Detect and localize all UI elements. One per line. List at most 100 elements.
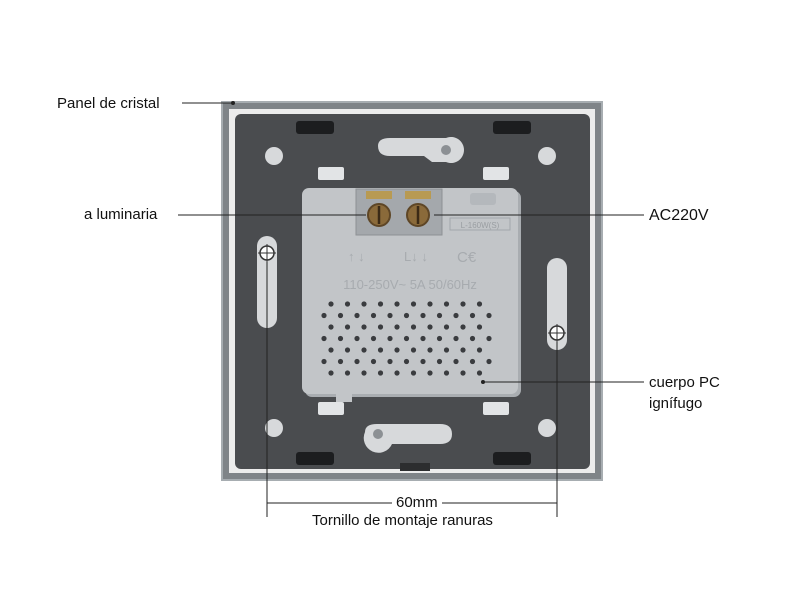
vent-hole (394, 301, 400, 307)
label-dimension-caption: Tornillo de montaje ranuras (312, 512, 493, 529)
vent-hole (361, 370, 367, 376)
vent-hole (387, 358, 393, 365)
keyhole-slot (378, 137, 465, 163)
vent-hole (354, 335, 360, 342)
vent-hole (420, 312, 426, 319)
vent-hole (476, 347, 483, 353)
vent-hole (427, 370, 433, 376)
ventilation-holes (321, 301, 492, 376)
vent-hole (436, 358, 443, 365)
vent-hole (337, 358, 344, 365)
label-dimension: 60mm (392, 493, 442, 513)
module-arrows-left: ↑ ↓ (348, 249, 365, 264)
vent-hole (410, 324, 417, 330)
vent-hole (443, 370, 450, 376)
vent-hole (453, 358, 459, 365)
plate-clip (493, 452, 531, 465)
plate-clip (296, 121, 334, 134)
vent-hole (387, 312, 393, 319)
vent-hole (410, 370, 417, 376)
vent-hole (377, 301, 384, 307)
vent-hole (460, 301, 466, 307)
plate-clip (296, 452, 334, 465)
vent-hole (427, 324, 433, 330)
vent-hole (377, 347, 384, 353)
vent-hole (328, 301, 334, 307)
vent-hole (328, 324, 334, 330)
vent-hole (420, 335, 426, 342)
vent-hole (321, 312, 327, 319)
vent-hole (486, 358, 492, 365)
vent-hole (443, 324, 450, 330)
terminal-brass (366, 191, 392, 199)
vent-hole (328, 370, 334, 376)
plate-clip (493, 121, 531, 134)
vent-hole (337, 312, 344, 319)
module-bottom-tab (336, 390, 352, 402)
vent-hole (436, 312, 443, 319)
vent-hole (344, 370, 351, 376)
vent-hole (476, 324, 483, 330)
module-arrows-right: L↓ ↓ (404, 249, 428, 264)
vent-hole (460, 324, 466, 330)
module-certification: C€ (457, 249, 477, 266)
vent-hole (427, 301, 433, 307)
module-badge-text: L-160W(S) (461, 221, 500, 230)
vent-hole (469, 335, 476, 342)
vent-hole (377, 370, 384, 376)
module-rating: 110-250V~ 5A 50/60Hz (343, 277, 477, 292)
plate-clip (400, 463, 430, 471)
vent-hole (460, 347, 466, 353)
vent-hole (453, 312, 459, 319)
terminal-brass (405, 191, 431, 199)
label-pc-body-1: cuerpo PC (649, 374, 720, 391)
vent-hole (460, 370, 466, 376)
vent-hole (476, 301, 483, 307)
module-badge (449, 217, 511, 231)
vent-hole (476, 370, 483, 376)
module-clip (318, 167, 344, 180)
label-pc-body-2: ignífugo (649, 395, 703, 412)
vent-hole (354, 358, 360, 365)
vent-hole (443, 347, 450, 353)
vent-hole (370, 312, 377, 319)
vent-hole (370, 358, 377, 365)
screw-hole (265, 147, 283, 165)
vent-hole (403, 312, 410, 319)
vent-hole (436, 335, 443, 342)
label-to-light: a luminaria (84, 206, 158, 223)
vent-hole (486, 335, 492, 342)
vent-hole (394, 324, 400, 330)
screw-hole (538, 147, 556, 165)
vent-hole (321, 335, 327, 342)
vent-hole (486, 312, 492, 319)
vent-hole (344, 324, 351, 330)
vent-hole (443, 301, 450, 307)
label-ac: AC220V (649, 207, 709, 224)
screw-hole (538, 419, 556, 437)
pc-module-body (302, 188, 518, 394)
module-top-tab (470, 193, 496, 205)
module-clip (483, 402, 509, 415)
vent-hole (321, 358, 327, 365)
vent-hole (361, 301, 367, 307)
keyhole-slot (363, 424, 452, 453)
leader-dot (481, 380, 485, 384)
mounting-slot-right (547, 258, 567, 350)
vent-hole (453, 335, 459, 342)
vent-hole (427, 347, 433, 353)
label-glass-panel: Panel de cristal (57, 95, 160, 112)
vent-hole (344, 347, 351, 353)
module-clip (483, 167, 509, 180)
module-clip (318, 402, 344, 415)
vent-hole (403, 335, 410, 342)
vent-hole (377, 324, 384, 330)
vent-hole (387, 335, 393, 342)
vent-hole (354, 312, 360, 319)
vent-hole (328, 347, 334, 353)
vent-hole (403, 358, 410, 365)
vent-hole (361, 324, 367, 330)
vent-hole (370, 335, 377, 342)
vent-hole (410, 347, 417, 353)
slot-center (441, 145, 451, 155)
